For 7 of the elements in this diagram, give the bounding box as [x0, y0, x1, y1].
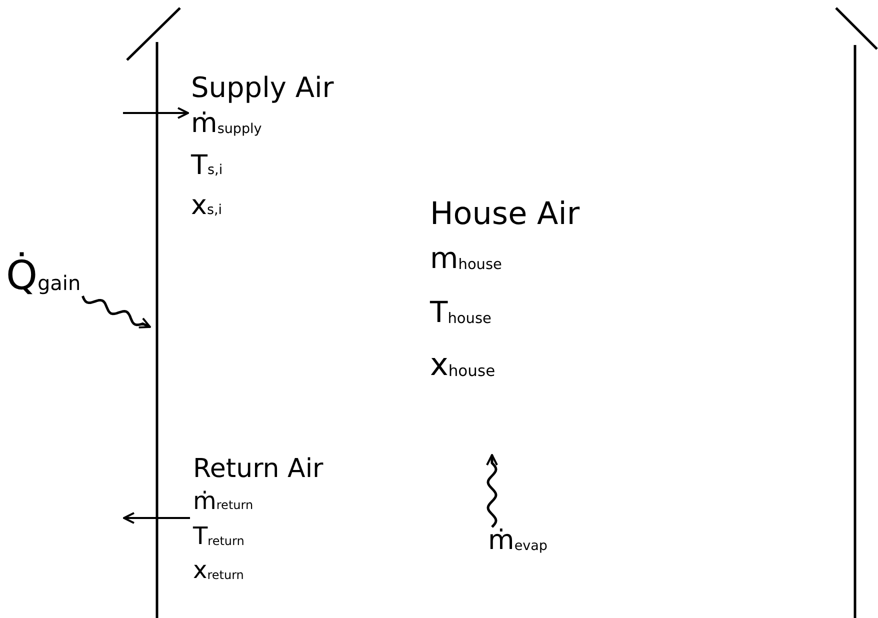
wavy-arrow: [82, 296, 151, 328]
wavy-arrow: [486, 454, 498, 528]
heading: House Air: [430, 195, 580, 234]
heading: Return Air: [193, 455, 324, 485]
arrow: [123, 512, 190, 524]
arrow: [123, 107, 189, 119]
heading: Supply Air: [191, 72, 334, 104]
